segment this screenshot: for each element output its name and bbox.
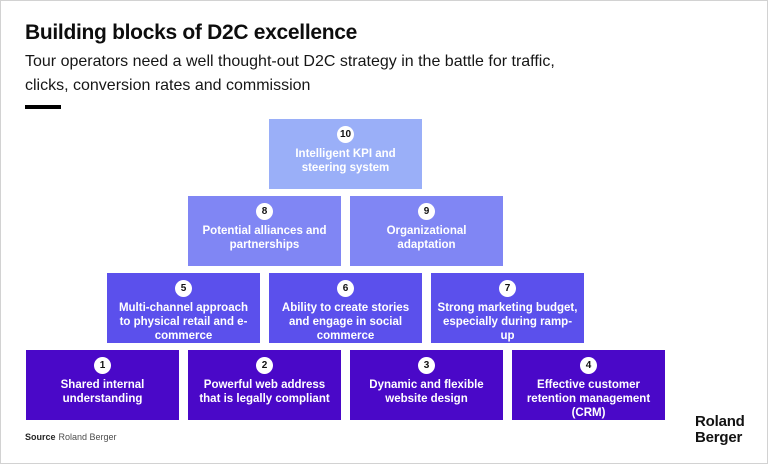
pyramid-diagram: 10 Intelligent KPI and steering system 8… <box>25 119 666 427</box>
block-label: Ability to create stories and engage in … <box>281 302 410 342</box>
roland-berger-logo: Roland Berger <box>695 414 745 446</box>
logo-line-2: Berger <box>695 429 743 446</box>
block-label: Potential alliances and partnerships <box>202 225 327 251</box>
block-9: 9 Organizational adaptation <box>350 196 503 266</box>
block-6: 6 Ability to create stories and engage i… <box>269 273 422 343</box>
block-label: Strong marketing budget, especially duri… <box>437 302 578 342</box>
title-underline-dash <box>25 105 61 109</box>
subtitle-line-2: clicks, conversion rates and commission <box>25 77 311 94</box>
block-number-badge: 9 <box>418 203 435 220</box>
block-number-badge: 7 <box>499 280 516 297</box>
block-number-badge: 1 <box>94 357 111 374</box>
page-title: Building blocks of D2C excellence <box>25 21 358 44</box>
logo-line-1: Roland <box>695 413 745 430</box>
block-label: Multi-channel approach to physical retai… <box>118 302 249 342</box>
block-2: 2 Powerful web address that is legally c… <box>188 350 341 420</box>
block-number-badge: 3 <box>418 357 435 374</box>
block-label: Intelligent KPI and steering system <box>295 148 396 174</box>
page-subtitle: Tour operators need a well thought-out D… <box>25 50 555 98</box>
block-3: 3 Dynamic and flexible website design <box>350 350 503 420</box>
pyramid-row-second: 8 Potential alliances and partnerships 9… <box>25 196 666 266</box>
source-label: Source <box>25 432 56 442</box>
pyramid-row-third: 5 Multi-channel approach to physical ret… <box>25 273 666 343</box>
block-5: 5 Multi-channel approach to physical ret… <box>107 273 260 343</box>
block-number-badge: 6 <box>337 280 354 297</box>
block-number-badge: 5 <box>175 280 192 297</box>
block-label: Powerful web address that is legally com… <box>199 379 330 405</box>
subtitle-line-1: Tour operators need a well thought-out D… <box>25 53 555 70</box>
block-number-badge: 8 <box>256 203 273 220</box>
block-number-badge: 4 <box>580 357 597 374</box>
source-value: Roland Berger <box>58 432 117 442</box>
block-label: Organizational adaptation <box>386 225 467 251</box>
block-label: Shared internal understanding <box>60 379 145 405</box>
block-number-badge: 2 <box>256 357 273 374</box>
block-4: 4 Effective customer retention managemen… <box>512 350 665 420</box>
block-1: 1 Shared internal understanding <box>26 350 179 420</box>
pyramid-row-bottom: 1 Shared internal understanding 2 Powerf… <box>25 350 666 420</box>
pyramid-row-top: 10 Intelligent KPI and steering system <box>25 119 666 189</box>
block-10: 10 Intelligent KPI and steering system <box>269 119 422 189</box>
block-8: 8 Potential alliances and partnerships <box>188 196 341 266</box>
block-number-badge: 10 <box>337 126 354 143</box>
block-7: 7 Strong marketing budget, especially du… <box>431 273 584 343</box>
block-label: Effective customer retention management … <box>526 379 651 419</box>
block-label: Dynamic and flexible website design <box>369 379 484 405</box>
